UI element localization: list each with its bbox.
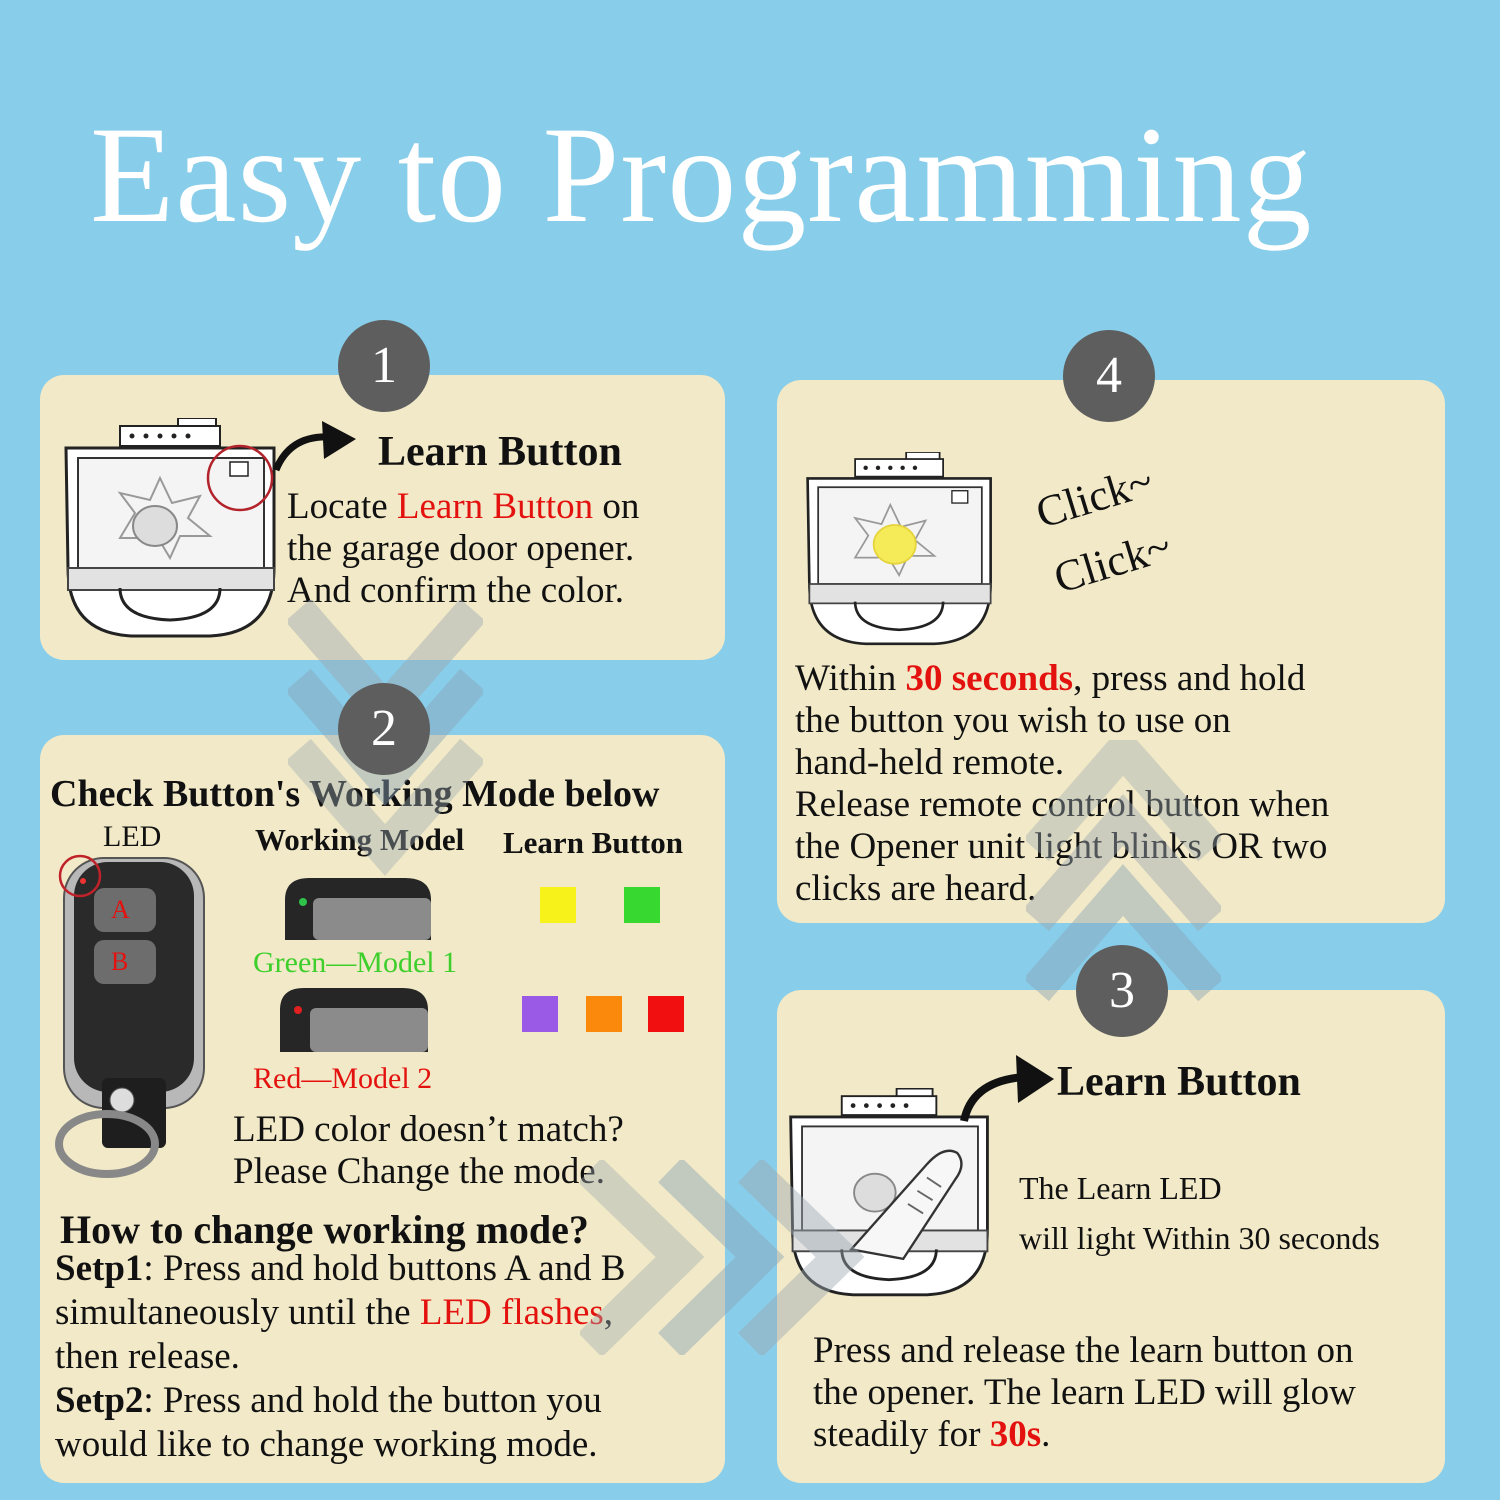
step-1-instruction: : Press and hold buttons A and B bbox=[143, 1248, 626, 1289]
green-model-label: Green—Model 1 bbox=[253, 946, 458, 979]
led-flashes-highlight: LED flashes bbox=[419, 1292, 604, 1333]
remote-button-a: A bbox=[111, 895, 130, 924]
how-to-heading: How to change working mode? bbox=[60, 1207, 589, 1252]
step-1-badge: 1 bbox=[338, 320, 430, 412]
swatch-purple bbox=[522, 996, 558, 1032]
step-1-line-3: then release. bbox=[55, 1336, 240, 1377]
swatch-red bbox=[648, 996, 684, 1032]
step-1-line-2: the garage door opener. bbox=[287, 528, 635, 569]
garage-door-opener-lit-icon bbox=[806, 452, 992, 646]
step-3-line-3-pre: steadily for bbox=[813, 1414, 990, 1455]
step-1-line-2-post: , bbox=[603, 1292, 614, 1333]
page-title: Easy to Programming bbox=[90, 98, 1313, 251]
step-4-line-2: the button you wish to use on bbox=[795, 700, 1231, 741]
step-1-line-2-pre: simultaneously until the bbox=[55, 1292, 420, 1333]
step-3-line-2: the opener. The learn LED will glow bbox=[813, 1372, 1356, 1413]
step-2-instruction: : Press and hold the button you bbox=[143, 1380, 602, 1421]
step-4-line-1-pre: Within bbox=[795, 658, 906, 699]
step-4-description: Within 30 seconds, press and hold the bu… bbox=[795, 660, 1329, 912]
step-2-badge: 2 bbox=[338, 683, 430, 775]
pressing-finger-icon bbox=[848, 1149, 963, 1261]
swatch-green bbox=[624, 887, 660, 923]
step-2-heading: Check Button's Working Mode below bbox=[50, 773, 660, 815]
learn-button-label: Learn Button bbox=[503, 825, 683, 860]
step-3-line-3-post: . bbox=[1041, 1414, 1051, 1455]
step-1-line-3: And confirm the color. bbox=[287, 570, 625, 611]
step-2-label: Setp2 bbox=[55, 1380, 144, 1421]
curved-arrow-icon bbox=[272, 421, 356, 472]
thirty-s-highlight: 30s bbox=[989, 1414, 1042, 1455]
garage-door-opener-icon bbox=[64, 418, 276, 638]
led-label: LED bbox=[103, 820, 162, 853]
remote-green-led-icon bbox=[285, 878, 431, 940]
step-3-badge: 3 bbox=[1076, 945, 1168, 1037]
step-3-heading: Learn Button bbox=[1057, 1059, 1301, 1105]
step-4-line-1-post: , press and hold bbox=[1073, 658, 1306, 699]
learn-led-note-line-1: The Learn LED bbox=[1019, 1170, 1222, 1206]
step-4-line-6: clicks are heard. bbox=[795, 868, 1037, 909]
change-mode-instructions: Setp1: Press and hold buttons A and B si… bbox=[55, 1250, 625, 1470]
working-model-label: Working Model bbox=[255, 822, 465, 857]
step-2-line-2: would like to change working mode. bbox=[55, 1424, 598, 1465]
step-3-description: Press and release the learn button on th… bbox=[813, 1332, 1356, 1458]
mismatch-line-2: Please Change the mode. bbox=[233, 1151, 605, 1192]
remote-key-fob-icon bbox=[55, 854, 205, 1178]
step-1-heading: Learn Button bbox=[378, 429, 622, 475]
step-4-badge: 4 bbox=[1063, 330, 1155, 422]
step-3-line-1: Press and release the learn button on bbox=[813, 1330, 1354, 1371]
step-1-label: Setp1 bbox=[55, 1248, 144, 1289]
learn-led-note-line-2: will light Within 30 seconds bbox=[1019, 1220, 1380, 1256]
red-model-label: Red—Model 2 bbox=[253, 1062, 433, 1095]
swatch-yellow bbox=[540, 887, 576, 923]
swatch-orange bbox=[586, 996, 622, 1032]
garage-door-opener-press-icon bbox=[789, 1088, 989, 1297]
step-1-text-pre: Locate bbox=[287, 486, 397, 527]
mismatch-line-1: LED color doesn’t match? bbox=[233, 1109, 624, 1150]
step-1-text-highlight: Learn Button bbox=[396, 486, 594, 527]
curved-arrow-icon bbox=[960, 1055, 1054, 1122]
remote-red-led-icon bbox=[280, 988, 428, 1052]
remote-button-b: B bbox=[111, 947, 129, 976]
step-1-text-post: on bbox=[593, 486, 640, 527]
thirty-seconds-highlight: 30 seconds bbox=[905, 658, 1074, 699]
step-4-line-3: hand-held remote. bbox=[795, 742, 1065, 783]
step-4-line-4: Release remote control button when bbox=[795, 784, 1330, 825]
step-4-line-5: the Opener unit light blinks OR two bbox=[795, 826, 1328, 867]
step-1-description: Locate Learn Button on the garage door o… bbox=[287, 488, 639, 614]
